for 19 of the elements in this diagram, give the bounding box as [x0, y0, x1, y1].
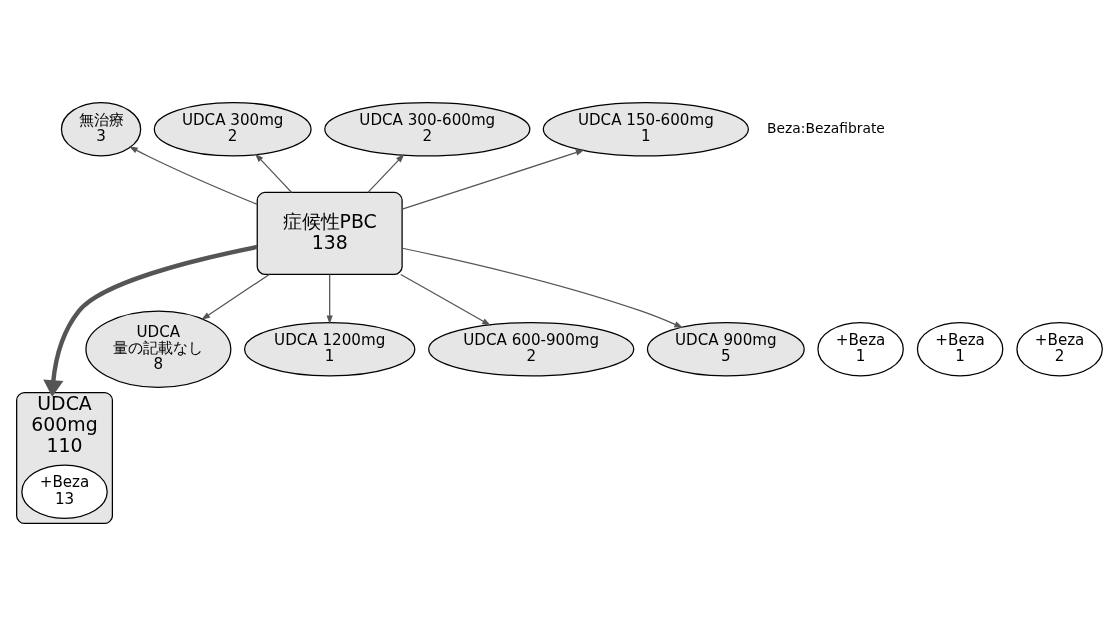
arrow [43, 244, 258, 397]
arrow [254, 152, 293, 193]
node-ellipse: +Beza 2 [1016, 321, 1103, 376]
node-ellipse: UDCA 300-600mg 2 [324, 101, 531, 157]
node-box: 症候性PBC 138 [256, 191, 403, 275]
arrow [128, 145, 258, 205]
arrow [400, 273, 491, 326]
node-ellipse: +Beza 1 [916, 321, 1004, 376]
arrow [326, 273, 333, 324]
node-ellipse: UDCA 300mg 2 [153, 101, 312, 157]
label: Beza:Bezafibrate [767, 119, 885, 136]
node-ellipse: +Beza 13 [21, 463, 108, 519]
arrow [401, 149, 585, 210]
arrow [201, 273, 270, 320]
arrow [367, 153, 405, 193]
node-ellipse: UDCA 1200mg 1 [243, 321, 416, 376]
node-ellipse: +Beza 1 [817, 321, 904, 376]
arrow [401, 247, 684, 328]
node-ellipse: UDCA 600-900mg 2 [428, 321, 635, 376]
